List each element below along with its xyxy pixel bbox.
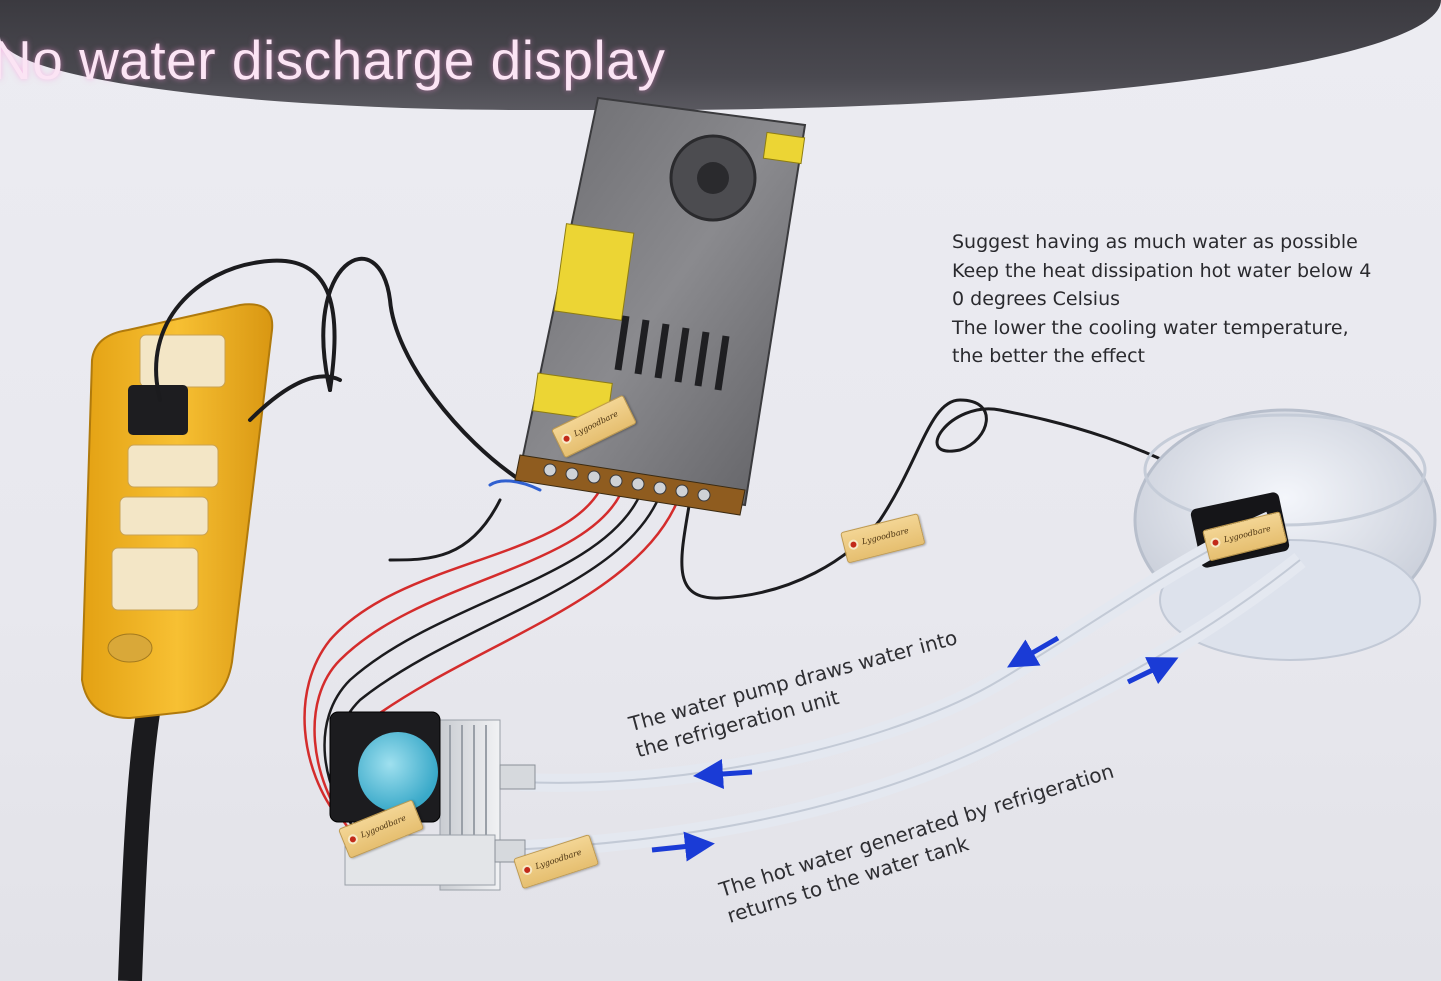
tag-hole-icon	[520, 863, 534, 877]
advice-line: Keep the heat dissipation hot water belo…	[952, 259, 1372, 282]
advice-line: Suggest having as much water as possible	[952, 231, 1358, 253]
advice-line: 0 degrees Celsius	[952, 288, 1121, 310]
advice-line: the better the effect	[952, 345, 1145, 367]
tubing	[509, 511, 1306, 859]
tag-brand-text: Lygoodbare	[860, 525, 910, 547]
water-tank	[1133, 408, 1437, 661]
plug	[128, 385, 188, 435]
warning-label	[762, 131, 806, 165]
power-strip-cable	[118, 698, 162, 981]
blurred-ball	[358, 732, 438, 812]
power-supply	[514, 96, 807, 516]
tag-brand-text: Lygoodbare	[359, 813, 408, 840]
arrow-icon	[1126, 657, 1179, 685]
tag-hole-icon	[1209, 536, 1222, 549]
tag-hole-icon	[847, 538, 860, 551]
advice-line: The lower the cooling water temperature,	[952, 316, 1349, 339]
headline: No water discharge display	[0, 29, 666, 91]
peltier-cooler	[329, 711, 536, 891]
advice-note: Suggest having as much water as possible…	[952, 228, 1438, 371]
tag-hole-icon	[346, 832, 360, 846]
tag-brand-text: Lygoodbare	[1222, 523, 1272, 545]
arrow-icon	[651, 831, 715, 862]
power-strip	[80, 303, 274, 720]
tag-brand-text: Lygoodbare	[534, 847, 583, 871]
spec-label	[553, 223, 635, 321]
tag-hole-icon	[559, 432, 574, 446]
arrow-icon	[693, 759, 753, 789]
flow-arrows	[651, 635, 1179, 862]
arrow-icon	[1007, 635, 1060, 668]
